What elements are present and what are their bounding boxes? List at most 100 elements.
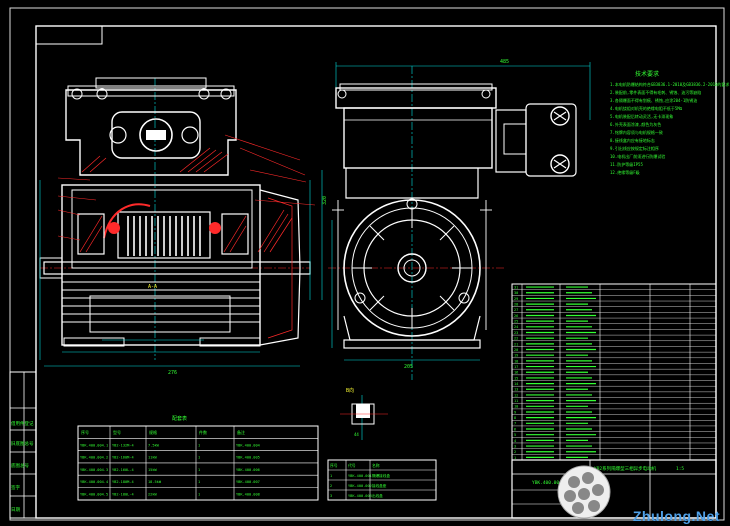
bom-row-number: 30 [514, 291, 518, 295]
top-left-corner-box [35, 25, 103, 45]
bom-row-number: 5 [514, 433, 516, 437]
outer-frame [9, 7, 725, 521]
tech-line: 8.接线盒内应有接地标志 [610, 137, 655, 143]
bom-row-number: 14 [514, 382, 518, 386]
table-cell: YBK.400.004.2 [80, 456, 108, 460]
table-header: 规格 [149, 429, 157, 435]
section-detail: B向 44 [340, 387, 388, 440]
mid-table-header: 代号 [348, 463, 356, 468]
title-block-title: YB2系列隔爆型三相异步电动机 [594, 465, 657, 472]
bom-row-number: 13 [514, 388, 518, 392]
mid-table-header: 名称 [372, 463, 380, 468]
table-cell: YB2-132M-4 [112, 443, 134, 447]
table-cell: YBK.400.004.1 [80, 443, 108, 447]
inner-frame [35, 25, 717, 519]
part-table-left: 配套表 序号 型号 规格 件数 备注 YBK.400.004.1 YB2-132M-4 7.5… [77, 415, 319, 501]
table-cell: YBK.400.004.5 [80, 493, 108, 497]
dim-left-height: 320 [322, 196, 328, 205]
table-cell: 1 [198, 468, 200, 472]
bom-row-number: 17 [514, 365, 518, 369]
table-header: 件数 [199, 429, 207, 435]
side-tab-4: 日期 [11, 507, 20, 513]
bom-row-number: 4 [514, 439, 516, 443]
tech-line: 4.电机绕组对机壳的绝缘电阻不低于5MΩ [610, 105, 683, 111]
table-cell: YBK.400.006 [236, 468, 260, 472]
tech-line: 2.装配前,零件表面不得有毛刺、锈蚀、油污等缺陷 [610, 89, 701, 95]
table-cell: 1 [198, 493, 200, 497]
tech-title: 技术要求 [635, 70, 659, 78]
bom-row-number: 6 [514, 427, 516, 431]
table-cell: 7.5kW [148, 443, 160, 447]
mid-table-cell: 出线盒 [372, 493, 383, 498]
mid-table-cell: YBK.400.002 [348, 484, 372, 488]
tech-line: 11.防护等级IP55 [610, 161, 643, 167]
title-block-code: YBK.400.004 [532, 480, 562, 486]
tech-line: 7.铭牌内容须与电机规格一致 [610, 129, 663, 135]
part-table-left-title: 配套表 [172, 415, 187, 422]
bom-row-number: 26 [514, 314, 518, 318]
table-cell: YB2-180M-4 [112, 480, 134, 484]
mid-table-cell: 隔爆接线盒 [372, 473, 390, 478]
bom-row-number: 28 [514, 303, 518, 307]
bom-row-number: 1 [514, 456, 516, 460]
bom-row-number: 18 [514, 359, 518, 363]
bom-row-number: 11 [514, 399, 518, 403]
table-cell: YB2-180L-4 [112, 493, 134, 497]
bom-row-number: 9 [514, 410, 516, 414]
mid-table-cell: 2 [330, 484, 332, 488]
mid-table-cell: YBK.400.001 [348, 474, 372, 478]
table-cell: YBK.400.005 [236, 456, 260, 460]
section-label: B向 [346, 387, 354, 394]
bom-row-number: 20 [514, 348, 518, 352]
bom-table: 3130292827262524232221201918171615141312… [511, 283, 717, 461]
dim-front-right: 205 [404, 364, 413, 370]
title-block-scale: 1:5 [676, 466, 684, 472]
tech-line: 12.绝缘等级F级 [610, 169, 640, 175]
bom-row-number: 2 [514, 450, 516, 454]
bom-row-number: 25 [514, 320, 518, 324]
mid-table-cell: YBK.400.003 [348, 494, 372, 498]
tech-line: 9.引出线应按规定标注相序 [610, 145, 659, 151]
bom-row-number: 31 [514, 285, 518, 289]
tech-line: 3.各隔爆面不得有划痕、锈蚀,应涂204-1防锈油 [610, 97, 697, 103]
table-cell: YBK.400.004.4 [80, 480, 108, 484]
bom-row-number: 16 [514, 371, 518, 375]
mid-table-cell: 3 [330, 494, 332, 498]
bom-row-number: 29 [514, 297, 518, 301]
bom-row-number: 27 [514, 308, 518, 312]
tech-line: 5.电机装配后转动灵活,无卡滞现象 [610, 113, 673, 119]
bom-row-number: 15 [514, 376, 518, 380]
mid-table-cell: 1 [330, 474, 332, 478]
table-cell: YBK.400.008 [236, 493, 260, 497]
tech-line: 10.电机出厂前须进行防爆试验 [610, 153, 665, 159]
side-tabs: 借用件登记 旧底图总号 底图总号 签字 日期 [9, 371, 37, 519]
table-cell: 1 [198, 456, 200, 460]
dim-top-width: 485 [500, 59, 509, 65]
view-label-aa: A-A [148, 284, 157, 290]
tech-requirements: 技术要求 1.本电机防爆结构符合GB3836.1-2010及GB3836.2-2… [610, 70, 729, 175]
side-tab-0: 借用件登记 [11, 420, 34, 427]
mid-table-cell: 接线盒座 [372, 483, 387, 488]
bom-row-number: 19 [514, 354, 518, 358]
table-header: 型号 [113, 429, 121, 435]
bom-row-number: 22 [514, 337, 518, 341]
table-cell: 1 [198, 480, 200, 484]
watermark-logo [557, 465, 611, 519]
bom-row-number: 10 [514, 405, 518, 409]
mid-table-header: 序号 [330, 463, 338, 468]
tech-line: 1.本电机防爆结构符合GB3836.1-2010及GB3836.2-2010的要… [610, 81, 729, 87]
bom-row-number: 8 [514, 416, 516, 420]
side-tab-2: 底图总号 [11, 462, 29, 469]
table-cell: YBK.400.007 [236, 480, 260, 484]
left-section-view: 276 320 A-A [39, 77, 328, 376]
bom-row-number: 21 [514, 342, 518, 346]
bom-row-number: 23 [514, 331, 518, 335]
side-tab-1: 旧底图总号 [11, 440, 34, 447]
table-header: 备注 [237, 429, 245, 435]
table-cell: 1 [198, 443, 200, 447]
table-header: 序号 [81, 429, 89, 435]
dim-bottom-small: 44 [354, 432, 359, 437]
bom-row-number: 7 [514, 422, 516, 426]
table-cell: 22kW [148, 493, 157, 497]
